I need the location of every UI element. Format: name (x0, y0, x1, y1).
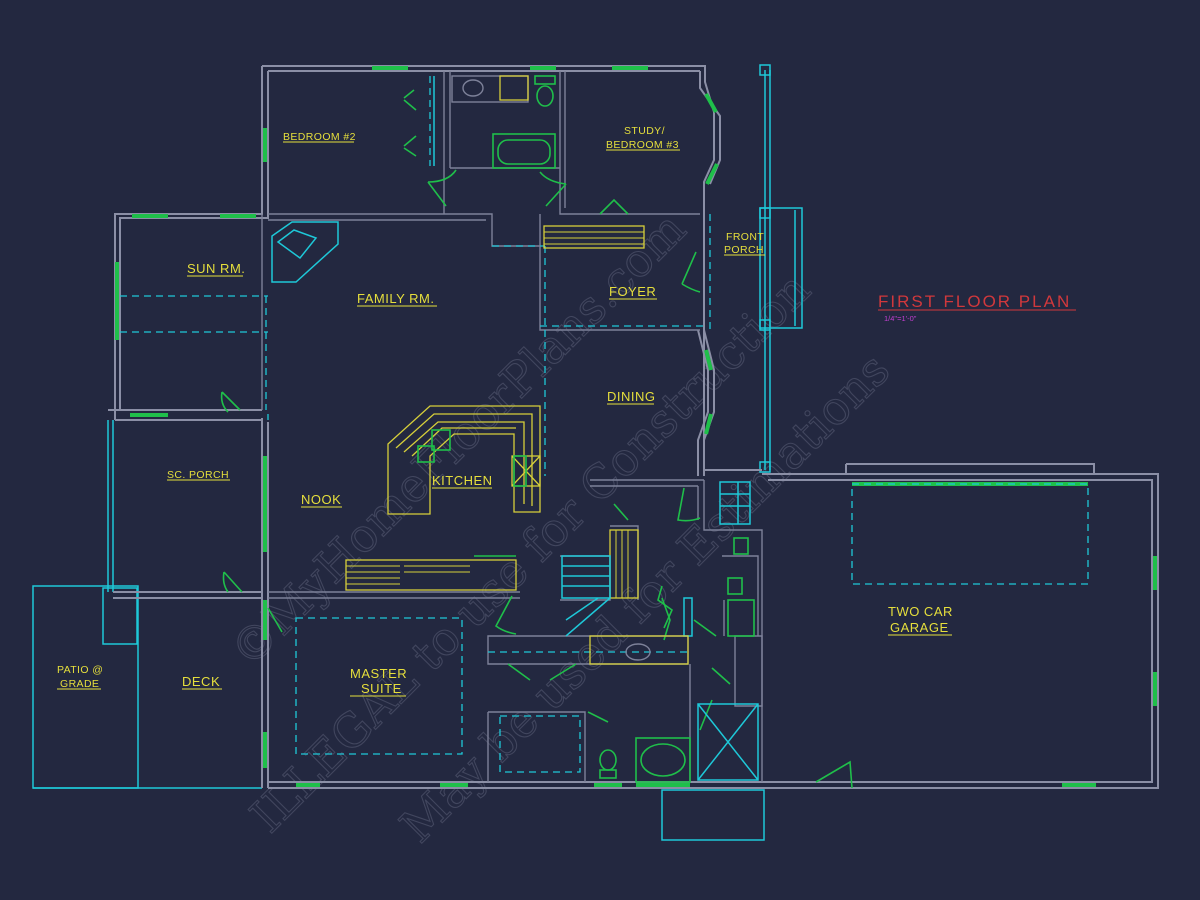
label-deck: DECK (182, 674, 220, 689)
patio-deck-outline (32, 64, 803, 841)
watermark: ©MyHomeFloorPlans.com ILLEGAL to use for… (219, 201, 901, 854)
label-front-porch-line-1: FRONT (726, 231, 764, 243)
drawing-scale: 1/4"=1'-0" (884, 314, 917, 323)
exterior-walls (108, 65, 1159, 789)
label-kitchen: KITCHEN (432, 473, 493, 488)
label-foyer: FOYER (609, 284, 656, 299)
cabinetry (345, 225, 755, 665)
label-dining: DINING (607, 389, 656, 404)
label-front-porch-line-2: PORCH (724, 244, 764, 256)
drawing-title: FIRST FLOOR PLAN (878, 292, 1071, 311)
drawing-title-block: FIRST FLOOR PLAN 1/4"=1'-0" (878, 292, 1076, 323)
label-nook: NOOK (301, 492, 341, 507)
label-study-line-1: STUDY/ (624, 125, 665, 137)
label-sc-porch: SC. PORCH (167, 469, 229, 481)
label-family-room: FAMILY RM. (357, 291, 434, 306)
room-labels: BEDROOM #2 STUDY/ BEDROOM #3 SUN RM. FAM… (57, 125, 953, 697)
label-study-line-2: BEDROOM #3 (606, 139, 679, 151)
label-patio-line-2: GRADE (60, 678, 99, 690)
label-sun-room: SUN RM. (187, 261, 245, 276)
label-master-line-1: MASTER (350, 666, 407, 681)
interior-details (120, 75, 1089, 783)
label-bedroom-2: BEDROOM #2 (283, 131, 356, 143)
label-master-line-2: SUITE (361, 681, 402, 696)
label-garage-line-2: GARAGE (890, 620, 949, 635)
label-patio-line-1: PATIO @ (57, 664, 103, 676)
label-garage-line-1: TWO CAR (888, 604, 953, 619)
